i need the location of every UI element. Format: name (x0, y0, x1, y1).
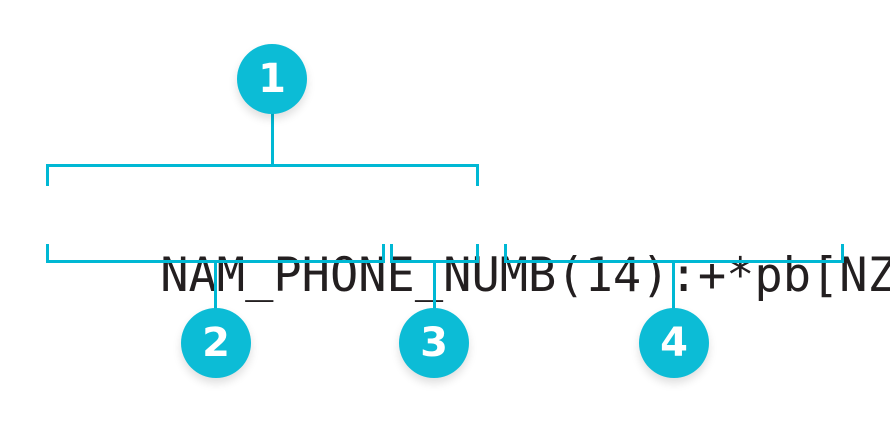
annotation-badge-4-label: 4 (660, 320, 688, 366)
annotation-badge-3[interactable]: 3 (399, 308, 469, 378)
bracket-annotation-1 (46, 164, 479, 186)
connector-stem-1 (271, 112, 274, 166)
token-segment-length: (14) (556, 248, 670, 303)
annotation-badge-2[interactable]: 2 (181, 308, 251, 378)
annotation-badge-1[interactable]: 1 (237, 44, 307, 114)
annotation-badge-1-label: 1 (258, 56, 286, 102)
token-segment-value: :+*pb[NZdc95tLB (669, 248, 890, 303)
token-string: NAM_PHONE_NUMB(14):+*pb[NZdc95tLB (47, 186, 890, 303)
connector-stem-2 (214, 261, 217, 309)
annotation-badge-4[interactable]: 4 (639, 308, 709, 378)
annotation-badge-2-label: 2 (202, 320, 230, 366)
annotation-badge-3-label: 3 (420, 320, 448, 366)
connector-stem-3 (433, 261, 436, 309)
connector-stem-4 (672, 261, 675, 309)
token-segment-field-name: NAM_PHONE_NUMB (160, 248, 557, 303)
